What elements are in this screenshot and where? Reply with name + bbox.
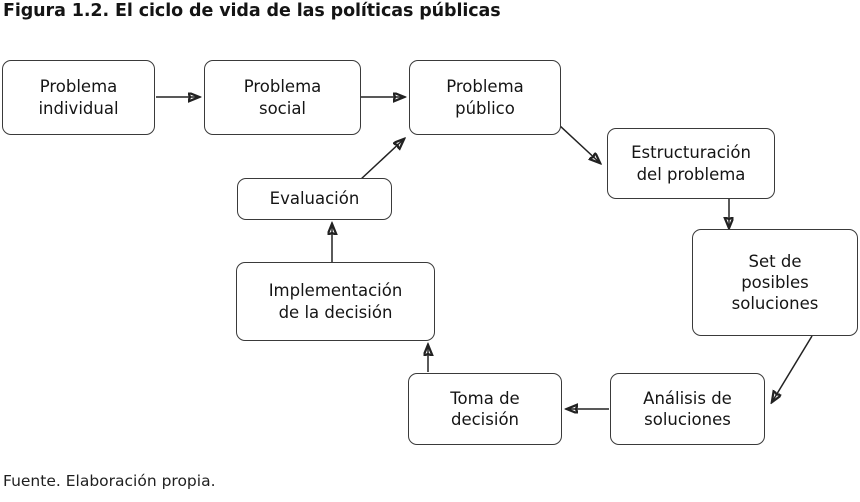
node-analisis-de-soluciones[interactable]: Análisis de soluciones [610,373,765,445]
figure-title: Figura 1.2. El ciclo de vida de las polí… [3,1,501,21]
edge-set-to-analisis [772,335,813,402]
node-implementacion-de-la-decision[interactable]: Implementación de la decisión [236,262,435,341]
node-label: Implementación de la decisión [268,281,403,322]
node-label: Problema público [446,77,524,118]
node-toma-de-decision[interactable]: Toma de decisión [408,373,562,445]
node-label: Problema individual [38,77,119,118]
node-problema-individual[interactable]: Problema individual [2,60,155,135]
node-label: Set de posibles soluciones [731,251,819,314]
node-label: Evaluación [269,189,360,209]
node-problema-publico[interactable]: Problema público [409,60,561,135]
node-set-de-posibles-soluciones[interactable]: Set de posibles soluciones [692,229,858,336]
figure-source: Fuente. Elaboración propia. [3,472,216,490]
node-estructuracion-del-problema[interactable]: Estructuración del problema [607,128,775,199]
node-problema-social[interactable]: Problema social [204,60,361,135]
node-label: Análisis de soluciones [643,388,732,429]
node-label: Toma de decisión [450,388,520,429]
node-label: Problema social [243,77,322,118]
edge-evaluacion-to-publico [359,139,404,181]
node-evaluacion[interactable]: Evaluación [237,178,392,220]
node-label: Estructuración del problema [631,143,751,184]
